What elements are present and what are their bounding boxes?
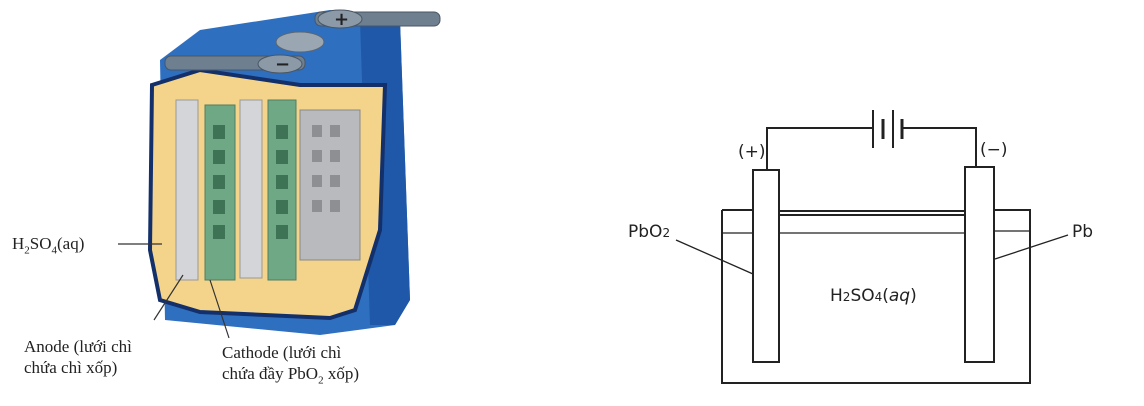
pb-label: Pb [1072, 222, 1094, 242]
electrolyte-label-left: H2SO4(aq) [12, 234, 85, 257]
anode-leader [153, 274, 184, 321]
svg-text:+: + [334, 9, 349, 30]
anode-label-line2: chứa chì xốp) [24, 358, 118, 377]
cell-schematic [675, 110, 1069, 384]
battery-illustration: + − [118, 9, 441, 339]
plus-label: (+) [738, 142, 766, 162]
container [721, 209, 1031, 384]
vent-cap [275, 31, 325, 53]
anode-label-line1: Anode (lưới chì [24, 337, 132, 356]
anode-plate [175, 99, 361, 281]
cathode-plate [204, 99, 340, 281]
battery-symbol [872, 110, 904, 148]
cathode-label-line1: Cathode (lưới chì [222, 343, 342, 362]
cathode-label: Cathode (lưới chì chứa đầy PbO2 xốp) [222, 342, 359, 391]
wire-right [902, 127, 977, 167]
cathode-label-line2: chứa đầy PbO2 xốp) [222, 364, 360, 387]
terminal-plus: + [314, 9, 441, 30]
pb-electrode [964, 166, 995, 363]
minus-label: (−) [980, 140, 1008, 160]
electrolyte-label-right: H2SO4(aq) [830, 286, 917, 306]
cathode-leader [209, 279, 230, 339]
pbo2-leader [675, 239, 754, 275]
pbo2-label: PbO2 [628, 222, 671, 242]
terminal-minus: − [164, 54, 306, 75]
wire-left [766, 127, 873, 170]
pb-leader [994, 234, 1069, 260]
svg-text:−: − [275, 54, 290, 75]
anode-label: Anode (lưới chì chứa chì xốp) [24, 336, 132, 378]
pbo2-electrode [752, 169, 780, 363]
